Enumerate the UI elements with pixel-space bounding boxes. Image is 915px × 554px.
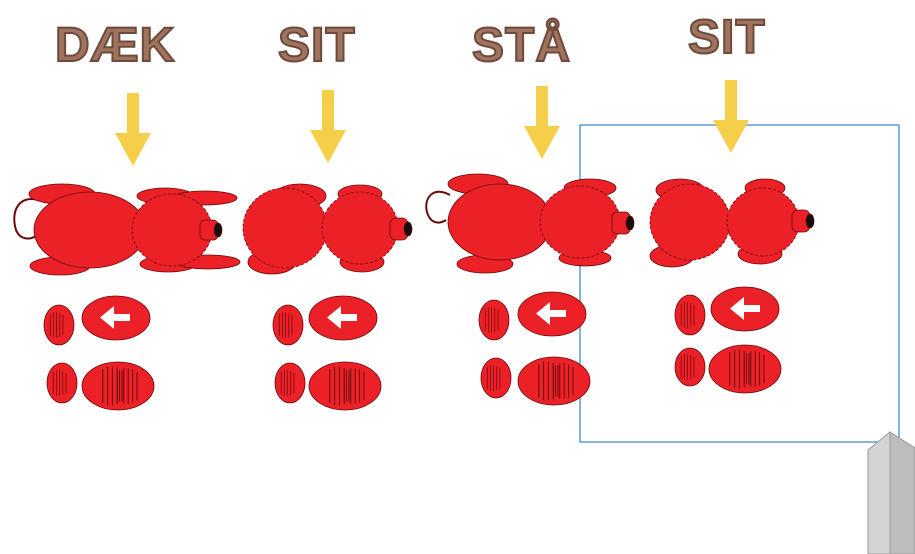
footprint-pair	[478, 291, 591, 406]
command-label-1: DÆK	[54, 19, 176, 72]
dog-sit-icon	[242, 183, 413, 275]
post-icon	[867, 430, 915, 554]
ring-box	[579, 124, 900, 443]
dog-down-icon	[13, 183, 241, 276]
down-arrow-icon	[524, 86, 560, 159]
command-label-2: SIT	[277, 19, 356, 72]
footprint-pair	[43, 295, 155, 411]
footprint-pair	[674, 286, 782, 394]
down-arrow-icon	[310, 90, 346, 163]
down-arrow-icon	[713, 80, 749, 153]
command-label-4: SIT	[687, 11, 766, 64]
dog-sit-icon	[649, 178, 815, 268]
left-arrow-icon	[100, 306, 130, 329]
left-arrow-icon	[730, 297, 760, 320]
command-label-3: STÅ	[471, 19, 571, 72]
left-arrow-icon	[327, 306, 357, 329]
dog-stand-icon	[425, 173, 635, 274]
footprint-pair	[272, 295, 382, 411]
left-arrow-icon	[536, 302, 566, 325]
down-arrow-icon	[115, 93, 151, 166]
